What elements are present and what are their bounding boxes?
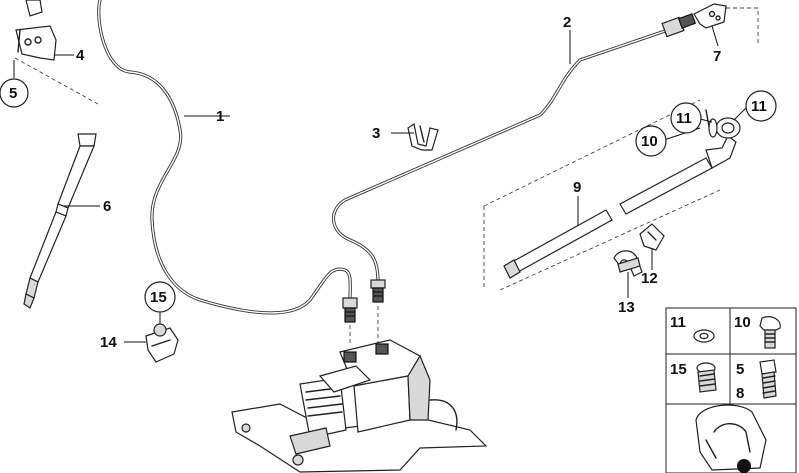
callout-15: 15 — [144, 281, 176, 313]
brake-hose-6[interactable] — [23, 133, 97, 309]
washer-11-right[interactable] — [715, 117, 741, 139]
hydraulic-unit[interactable] — [231, 339, 488, 473]
callout-4: 4 — [76, 47, 85, 64]
svg-text:4: 4 — [76, 47, 85, 64]
callout-3: 3 — [372, 125, 380, 142]
svg-text:6: 6 — [103, 198, 111, 215]
brake-pipe-1[interactable] — [97, 0, 352, 315]
callout-5: 5 — [0, 78, 29, 108]
callout-12: 12 — [641, 270, 658, 287]
pipe-2-fitting-lower — [370, 279, 386, 303]
legend-washer-icon — [693, 329, 715, 343]
svg-text:3: 3 — [372, 125, 380, 142]
legend-bolt-icon-10 — [759, 316, 781, 349]
svg-text:11: 11 — [751, 98, 767, 115]
brake-pipe-2[interactable] — [332, 28, 670, 284]
legend-label-15: 15 — [670, 361, 687, 378]
pipe-2-fitting-upper — [661, 13, 697, 38]
svg-text:7: 7 — [713, 48, 721, 65]
svg-text:10: 10 — [734, 314, 751, 331]
callout-7: 7 — [713, 48, 721, 65]
svg-text:8: 8 — [736, 385, 744, 402]
svg-text:9: 9 — [573, 179, 581, 196]
callout-11-left: 11 — [670, 102, 702, 134]
callout-9: 9 — [573, 179, 581, 196]
svg-text:1: 1 — [216, 108, 224, 125]
svg-text:5: 5 — [9, 85, 17, 102]
svg-text:15: 15 — [150, 289, 167, 306]
callout-13: 13 — [618, 299, 635, 316]
svg-text:12: 12 — [641, 270, 658, 287]
svg-text:2: 2 — [563, 14, 571, 31]
legend-screw-icon-15 — [696, 362, 717, 393]
svg-text:11: 11 — [670, 314, 686, 331]
svg-text:5: 5 — [736, 361, 744, 378]
svg-text:13: 13 — [618, 299, 635, 316]
callout-6: 6 — [103, 198, 111, 215]
legend-label-10: 10 — [734, 314, 751, 331]
legend-label-11: 11 — [670, 314, 686, 331]
callout-11-right: 11 — [745, 90, 777, 122]
clip-13[interactable] — [613, 250, 643, 277]
svg-text:15: 15 — [670, 361, 687, 378]
washer-11-left[interactable] — [705, 109, 718, 138]
legend-label-8: 8 — [736, 385, 744, 402]
bracket-7[interactable] — [693, 3, 727, 29]
clip-12[interactable] — [639, 223, 665, 251]
clip-3[interactable] — [407, 123, 439, 151]
callout-1: 1 — [216, 108, 224, 125]
holder-14[interactable] — [145, 323, 179, 363]
callout-14: 14 — [100, 334, 117, 351]
brake-hose-9[interactable] — [503, 135, 737, 279]
callout-10: 10 — [635, 125, 667, 157]
svg-text:11: 11 — [676, 110, 692, 127]
legend-bracket-icon — [695, 404, 767, 473]
svg-text:14: 14 — [100, 334, 117, 351]
pipe-1-fitting — [342, 297, 358, 323]
callout-2: 2 — [563, 14, 571, 31]
bracket-4[interactable] — [15, 0, 57, 61]
legend-label-5: 5 — [736, 361, 744, 378]
legend-bolt-icon-5-8 — [759, 359, 777, 399]
svg-text:10: 10 — [641, 133, 658, 150]
